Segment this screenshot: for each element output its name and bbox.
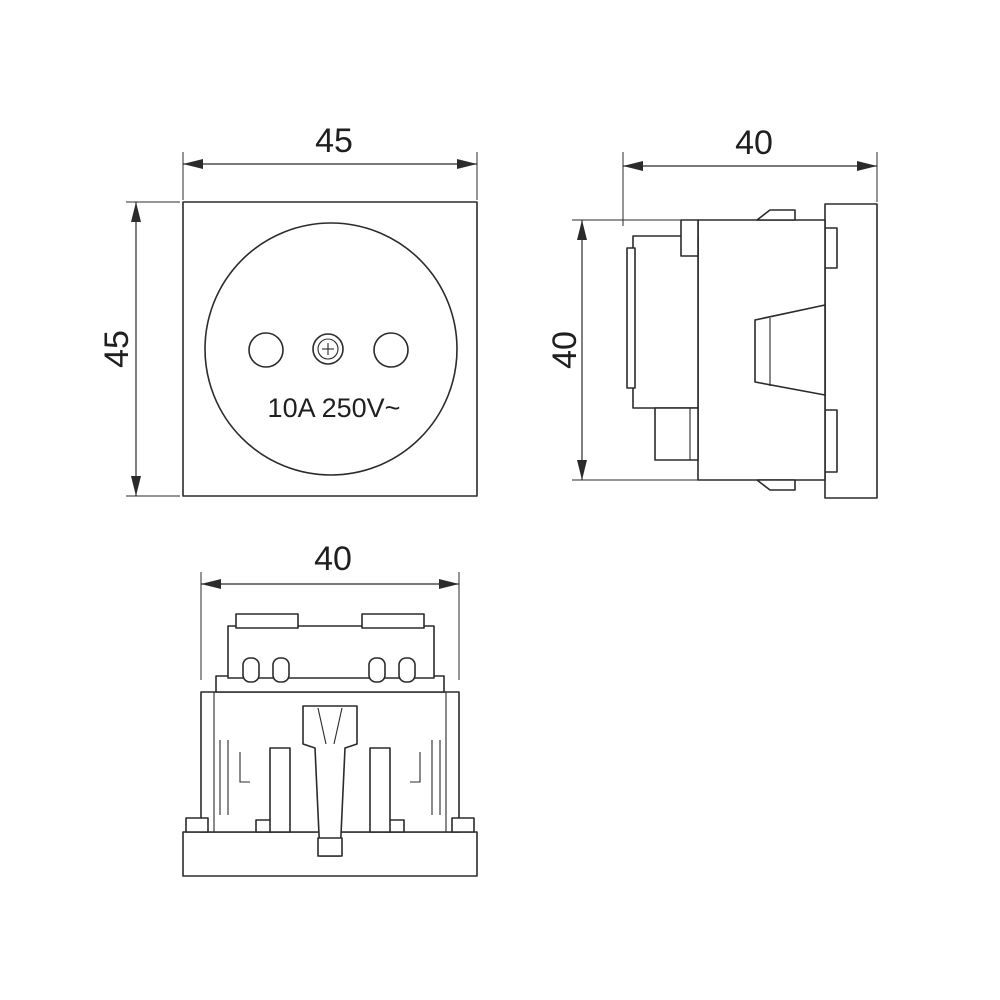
front-width-label: 45: [315, 122, 353, 160]
side-view: 40 40: [546, 124, 878, 499]
front-view: 45 45 10A 250V~: [98, 122, 478, 497]
side-depth-label: 40: [735, 124, 773, 162]
bottom-width-label: 40: [314, 540, 352, 578]
side-depth-dimension: 40: [623, 124, 877, 171]
side-height-label: 40: [546, 331, 584, 369]
front-width-dimension: 45: [183, 122, 477, 169]
pin-hole-right: [373, 332, 409, 368]
pin-hole-left: [248, 332, 284, 368]
screw-icon: [312, 333, 344, 365]
bottom-view: 40: [182, 540, 478, 877]
bottom-width-dimension: 40: [201, 540, 459, 589]
side-height-dimension: 40: [546, 220, 587, 480]
front-height-dimension: 45: [98, 202, 141, 496]
side-latch: [754, 304, 826, 396]
front-height-label: 45: [98, 330, 136, 368]
rating-label: 10A 250V~: [268, 393, 401, 423]
side-terminal-block: [632, 235, 699, 409]
